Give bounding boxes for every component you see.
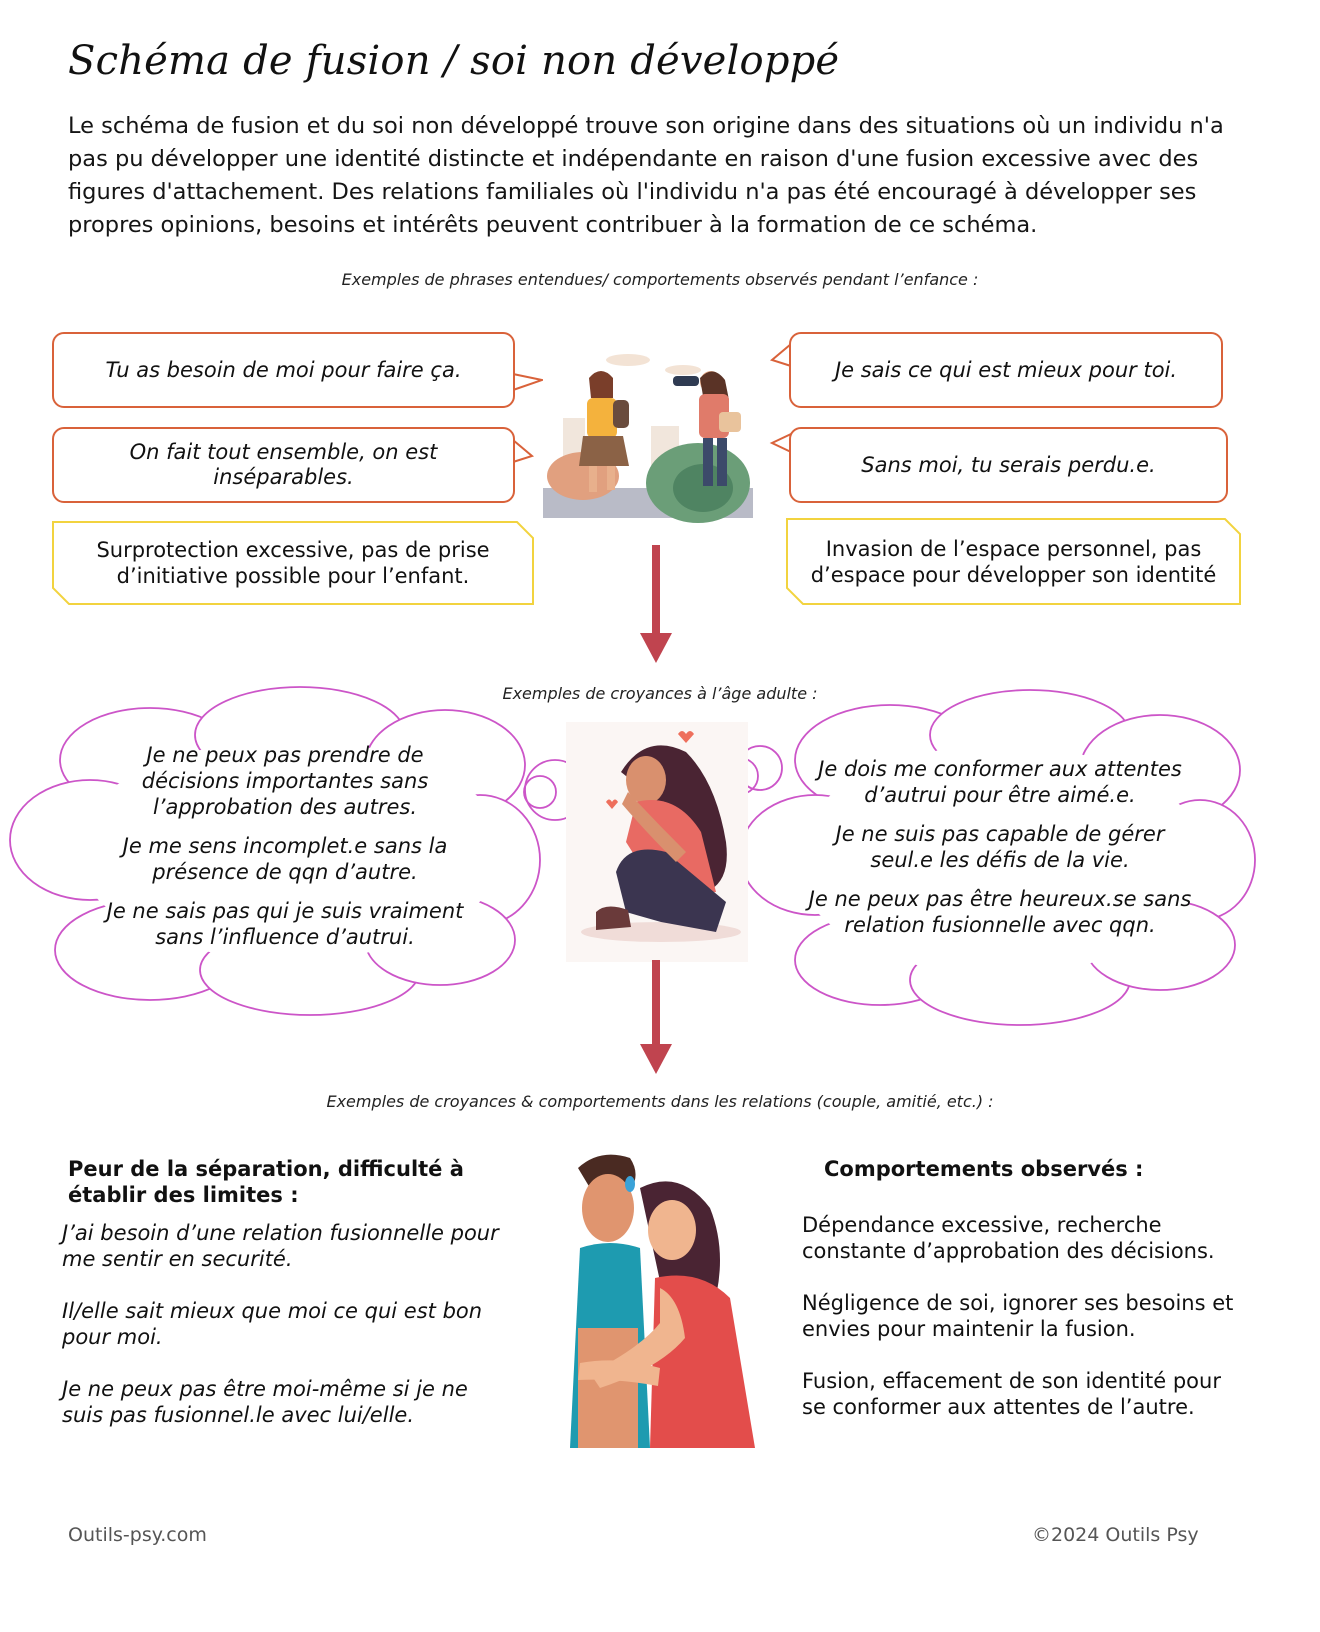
belief-right-3: Je ne peux pas être heureux.se sans rela… xyxy=(808,887,1192,937)
section3-caption: Exemples de croyances & comportements da… xyxy=(326,1092,994,1111)
sad-woman-illustration xyxy=(566,722,748,962)
clinging-couple-illustration xyxy=(570,1154,755,1448)
speech-bubble-3: Je sais ce qui est mieux pour toi. xyxy=(789,332,1223,408)
fear-belief-1: J’ai besoin d’une relation fusionnelle p… xyxy=(62,1221,499,1271)
fear-belief-3: Je ne peux pas être moi-même si je ne su… xyxy=(62,1377,468,1427)
speech-bubble-2: On fait tout ensemble, on est inséparabl… xyxy=(52,427,515,503)
arrow-down-1 xyxy=(640,545,672,663)
behaviors-heading: Comportements observés : xyxy=(824,1157,1144,1181)
speech-bubble-4: Sans moi, tu serais perdu.e. xyxy=(789,427,1228,503)
bubble-tails xyxy=(512,343,792,463)
footer-site: Outils-psy.com xyxy=(68,1524,207,1546)
fear-heading: Peur de la séparation, difficulté à étab… xyxy=(68,1157,464,1207)
note-surprotection: Surprotection excessive, pas de prise d’… xyxy=(96,538,490,588)
watching-people-illustration xyxy=(543,348,753,523)
note-invasion: Invasion de l’espace personnel, pas d’es… xyxy=(810,536,1217,587)
footer-copyright: ©2024 Outils Psy xyxy=(1032,1524,1199,1546)
thought-clouds xyxy=(9,686,1256,1026)
section1-caption: Exemples de phrases entendues/ comportem… xyxy=(341,270,979,289)
behavior-1: Dépendance excessive, recherche constant… xyxy=(802,1213,1215,1263)
belief-left-1: Je ne peux pas prendre de décisions impo… xyxy=(141,743,429,819)
behavior-2: Négligence de soi, ignorer ses besoins e… xyxy=(802,1291,1234,1341)
belief-left-3: Je ne sais pas qui je suis vraiment sans… xyxy=(106,899,464,949)
belief-right-1: Je dois me conformer aux attentes d’autr… xyxy=(818,757,1182,807)
arrow-down-2 xyxy=(640,960,672,1074)
belief-right-2: Je ne suis pas capable de gérer seul.e l… xyxy=(835,822,1165,872)
left-cloud-text: Je ne peux pas prendre de décisions impo… xyxy=(95,742,475,963)
speech-bubble-1: Tu as besoin de moi pour faire ça. xyxy=(52,332,515,408)
behavior-3: Fusion, effacement de son identité pour … xyxy=(802,1369,1221,1419)
section2-caption: Exemples de croyances à l’âge adulte : xyxy=(502,684,818,703)
right-cloud-text: Je dois me conformer aux attentes d’autr… xyxy=(805,756,1195,951)
fear-beliefs-list: J’ai besoin d’une relation fusionnelle p… xyxy=(62,1220,512,1454)
note-frames xyxy=(52,518,1241,605)
page-title: Schéma de fusion / soi non développé xyxy=(68,38,840,84)
fear-belief-2: Il/elle sait mieux que moi ce qui est bo… xyxy=(62,1299,483,1349)
behaviors-list: Dépendance excessive, recherche constant… xyxy=(802,1212,1242,1446)
intro-paragraph: Le schéma de fusion et du soi non dévelo… xyxy=(68,113,1224,238)
belief-left-2: Je me sens incomplet.e sans la présence … xyxy=(122,834,448,884)
